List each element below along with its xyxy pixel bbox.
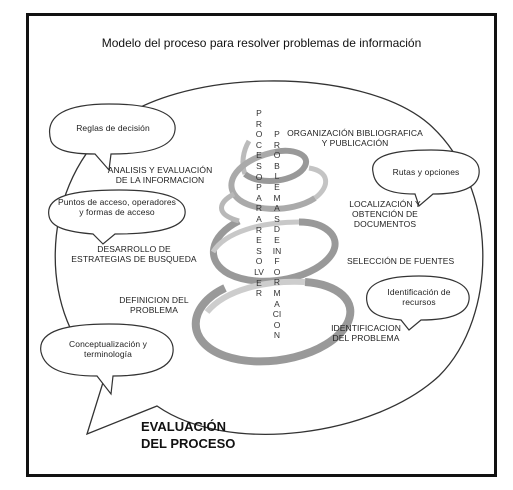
bubble-identificacion-recursos: [366, 275, 470, 331]
bubble-conceptualizacion-text: Conceptualización y terminología: [69, 339, 147, 359]
label-desarrollo: DESARROLLO DE ESTRATEGIAS DE BUSQUEDA: [71, 244, 197, 264]
bubble-reglas-text: Reglas de decisión: [76, 123, 150, 133]
bubble-puntos: [48, 189, 186, 245]
diagram-title: Modelo del proceso para resolver problem…: [101, 36, 422, 50]
diagram-graphics: [40, 80, 484, 436]
evaluation-label: EVALUACIÓN DEL PROCESO: [141, 418, 241, 452]
bubble-reglas: [49, 103, 176, 172]
vertical-label-proceso: PROCESO PARA RESOLVER: [254, 108, 264, 299]
label-organizacion: ORGANIZACIÓN BIBLIOGRAFICA Y PUBLICACIÓN: [287, 128, 423, 148]
bubble-rutas: [372, 149, 480, 208]
vertical-label-problemas: PROBLEMAS DE INFORMACION: [272, 129, 282, 341]
label-identificacion-problema: IDENTIFICACION DEL PROBLEMA: [331, 323, 401, 343]
label-analisis: ANALISIS Y EVALUACIÓN DE LA INFORMACION: [107, 165, 213, 185]
bubble-puntos-text: Puntos de acceso, operadores y formas de…: [57, 197, 177, 217]
spiral: [191, 139, 355, 366]
diagram-frame: Modelo del proceso para resolver problem…: [26, 13, 497, 477]
label-seleccion: SELECCIÓN DE FUENTES: [347, 256, 455, 266]
bubble-conceptualizacion: [40, 323, 174, 396]
evaluation-text: EVALUACIÓN DEL PROCESO: [141, 419, 236, 451]
bubble-rutas-text: Rutas y opciones: [392, 167, 460, 177]
label-localizacion: LOCALIZACIÓN Y OBTENCIÓN DE DOCUMENTOS: [349, 199, 421, 229]
bubble-identificacion-recursos-text: Identificación de recursos: [387, 287, 451, 307]
label-definicion: DEFINICION DEL PROBLEMA: [119, 295, 189, 315]
